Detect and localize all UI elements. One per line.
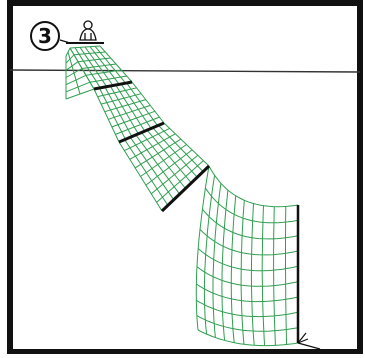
net-mesh-line <box>213 183 221 337</box>
net-mesh-line <box>241 200 244 344</box>
net-mesh-line <box>90 76 127 82</box>
net-mesh <box>66 46 298 346</box>
net-float-bar-1 <box>94 82 132 89</box>
step-number-label: 3 <box>30 21 60 51</box>
net-mesh-line <box>198 330 298 346</box>
fisher-figure-icon <box>60 21 104 43</box>
net-mesh-line <box>157 161 204 203</box>
net-mesh-line <box>286 206 287 344</box>
net-mesh-line <box>209 166 298 207</box>
net-mesh-line <box>251 204 254 346</box>
net-mesh-line <box>196 284 298 302</box>
net-mesh-line <box>66 82 90 92</box>
net-mesh-line <box>66 48 70 56</box>
net-mesh-line <box>196 300 298 316</box>
anchor-icon <box>298 333 320 349</box>
net-mesh-line <box>66 62 78 71</box>
net-mesh-line <box>262 206 264 346</box>
net-mesh-line <box>66 55 74 63</box>
water-surface-line <box>10 70 360 72</box>
net-mesh-line <box>231 196 235 343</box>
step-number: 3 <box>30 21 60 51</box>
net-mesh-line <box>274 207 276 346</box>
net-float-bar-3 <box>162 166 209 211</box>
net-mesh-line <box>197 316 298 332</box>
net-mesh-line <box>98 88 137 97</box>
net-mesh-line <box>66 75 86 84</box>
